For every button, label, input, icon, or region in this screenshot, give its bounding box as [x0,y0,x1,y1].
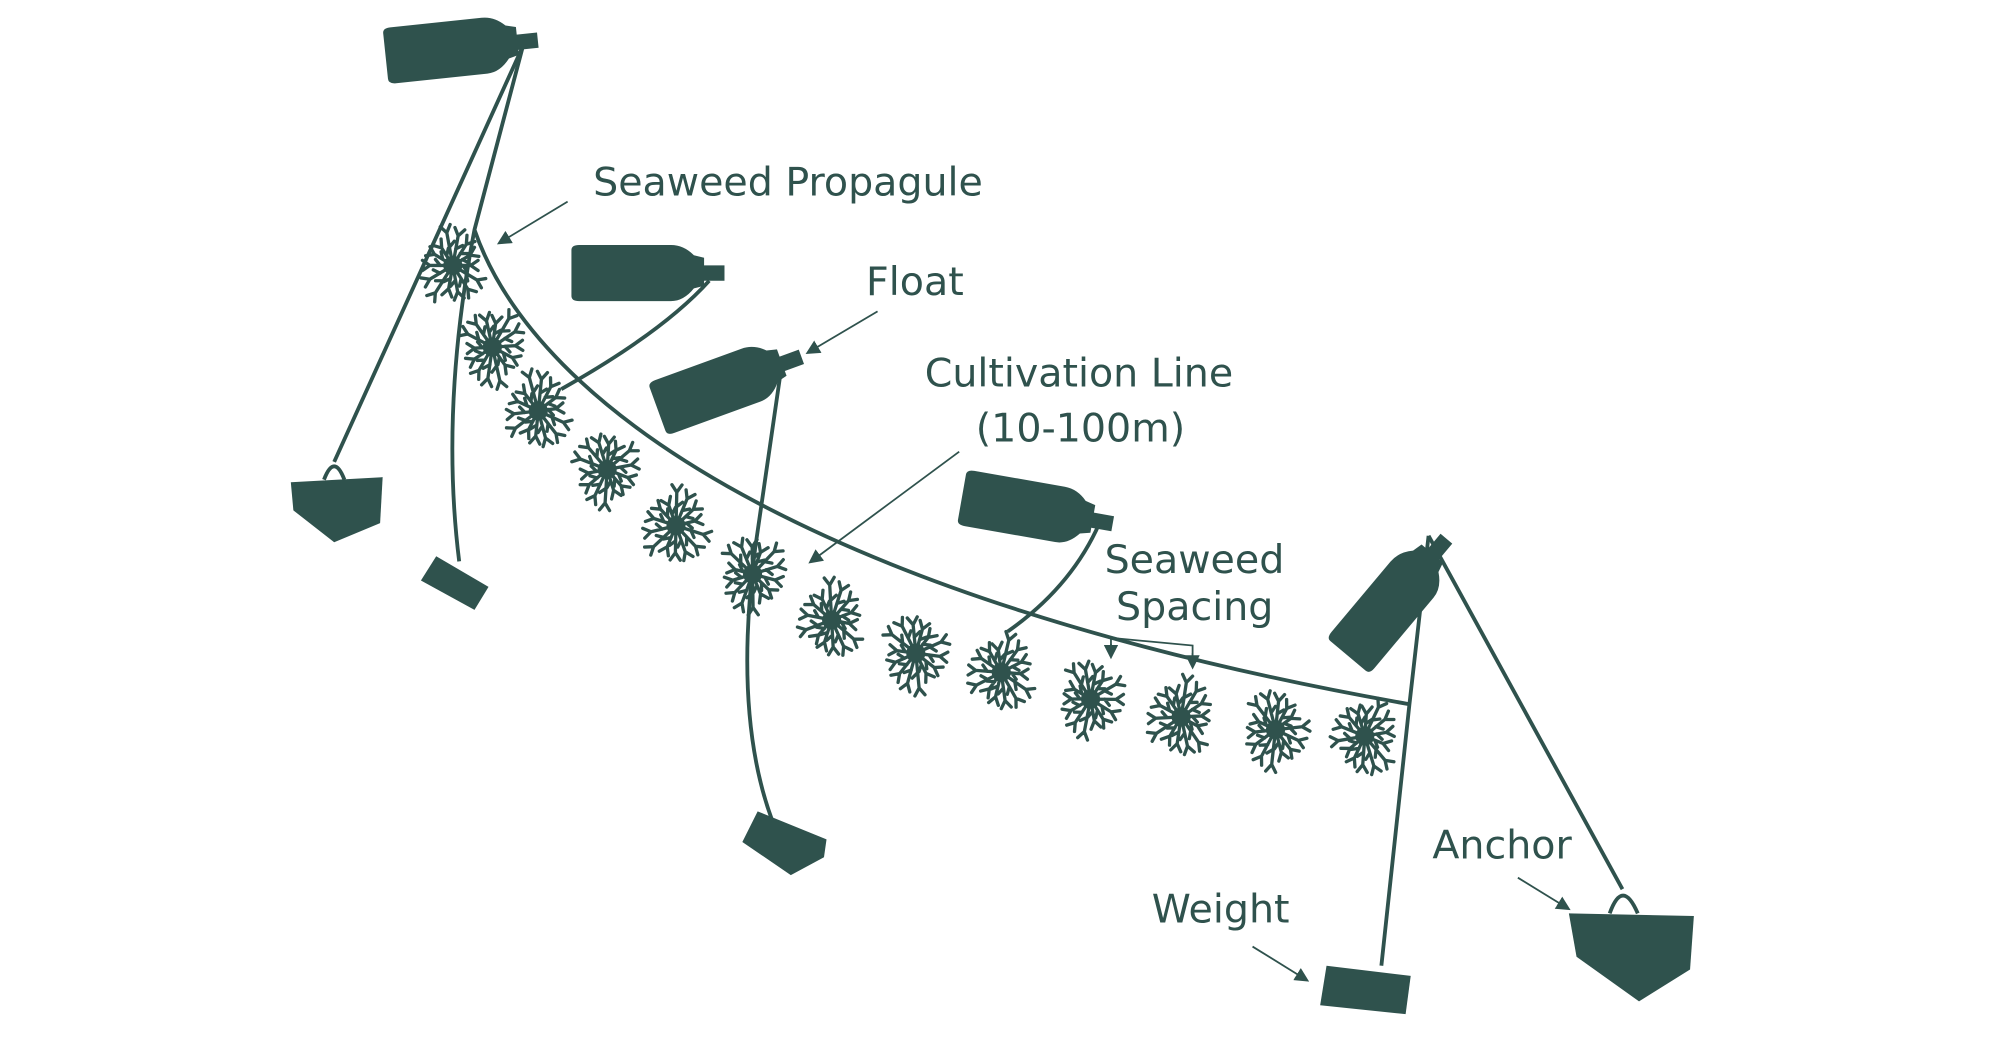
label-seaweed-spacing-2: Spacing [1116,584,1273,630]
label-weight: Weight [1152,886,1290,932]
seaweed-icon [641,483,714,563]
weight-icon [742,811,827,876]
seaweed-icon [1060,659,1127,742]
seaweed-icon [1328,696,1396,777]
label-seaweed-propagule: Seaweed Propagule [593,159,983,205]
seaweed-icon [966,629,1037,711]
seaweed-icon [504,367,574,449]
seaweed-icon [419,222,488,304]
seaweed-icon [1245,689,1312,775]
weight-icon [1320,965,1411,1015]
seaweed-icon [457,308,526,391]
label-anchor: Anchor [1432,823,1572,869]
bottle-float-icon [571,245,725,302]
anchor-icon [290,464,383,543]
label-seaweed-spacing-1: Seaweed [1105,537,1285,583]
weight-icon [420,556,489,610]
label-cultivation-line: Cultivation Line [925,351,1233,397]
cultivation-line [472,229,1410,707]
seaweed-icon [1145,672,1212,757]
anchor-icon [1568,893,1694,1002]
seaweed-icon [795,575,865,657]
annotation-arrows [496,200,1571,982]
bottle-float-icon [1326,520,1468,674]
seaweed-icon [570,432,641,513]
label-cultivation-length: (10-100m) [976,405,1185,451]
label-float: Float [866,259,964,305]
bottle-float-icon [647,330,811,436]
seaweed-icon [720,536,788,617]
seaweed-propagules [419,222,1396,777]
seaweed-icon [881,615,952,698]
